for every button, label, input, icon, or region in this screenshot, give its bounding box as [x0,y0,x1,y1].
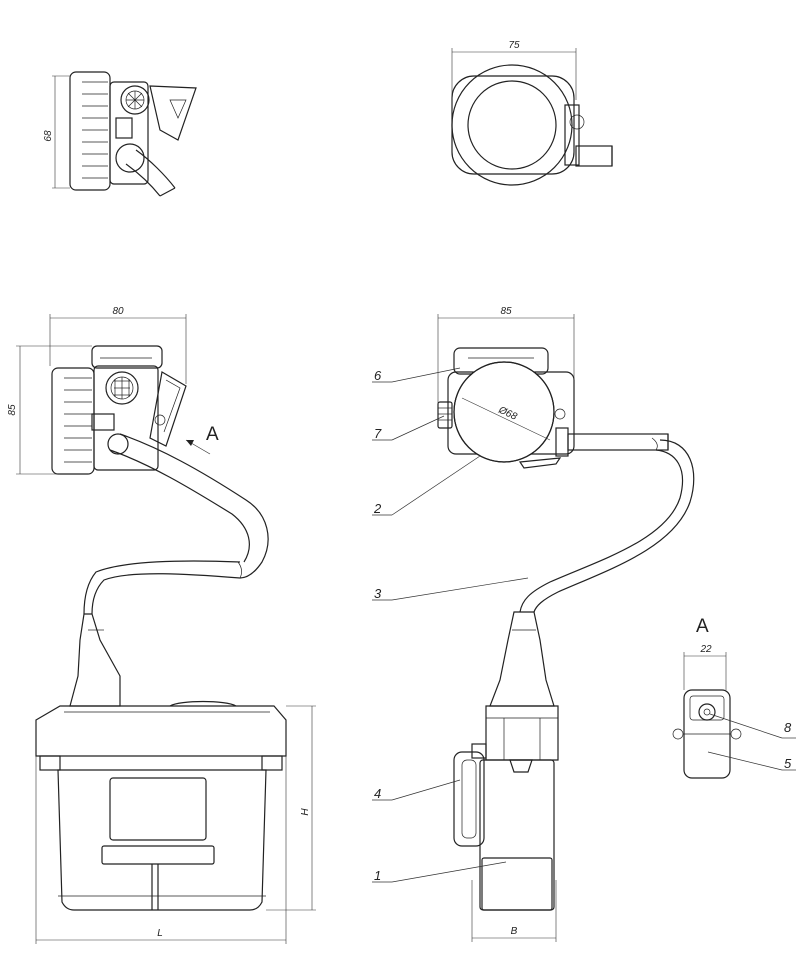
view-a-detail: A 22 [672,616,742,779]
callout-4: 4 [374,786,381,801]
battery-front-view: L H [35,613,316,944]
dimension-80-label: 80 [112,306,124,317]
callout-1: 1 [374,868,381,883]
callout-6: 6 [374,368,382,383]
front-view-lamp: Ø68 85 [437,306,695,613]
battery-side-view: B [453,611,559,942]
callout-leaders [372,367,796,883]
dimension-b-label: B [511,926,518,937]
callout-2: 2 [373,501,382,516]
dimension-75-label: 75 [508,40,520,51]
dimension-85-side-label: 85 [7,404,18,416]
callout-7: 7 [374,426,382,441]
view-a-title: A [696,616,709,637]
dimension-68-label: 68 [43,130,54,142]
callout-8: 8 [784,720,792,735]
dimension-l-label: L [157,928,163,939]
dimension-h-label: H [300,808,311,816]
top-right-front-view: 75 [451,40,613,186]
dimension-22-label: 22 [699,644,712,655]
dimension-85-front-label: 85 [500,306,512,317]
callout-5: 5 [784,756,792,771]
top-left-side-view: 68 [43,71,197,197]
side-view-lamp: 80 85 A [7,306,269,615]
callout-3: 3 [374,586,382,601]
view-arrow-a-label: A [206,424,219,445]
